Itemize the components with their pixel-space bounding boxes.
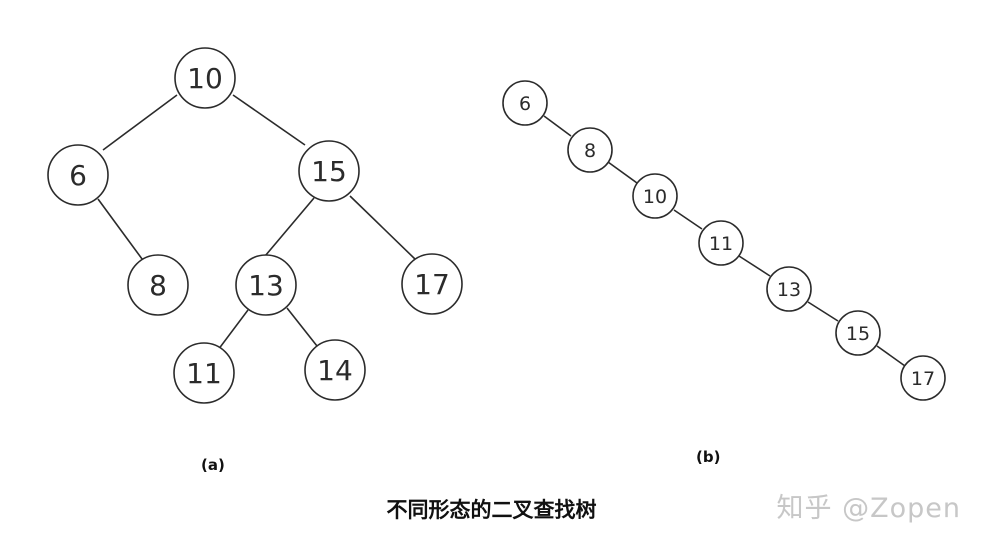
node-label: 6 (519, 93, 531, 115)
node-label: 15 (311, 155, 347, 188)
node-label: 13 (777, 279, 801, 301)
tree-a-node-13: 13 (235, 254, 297, 316)
node-label: 11 (709, 233, 733, 255)
node-label: 13 (248, 269, 284, 302)
node-label: 8 (149, 269, 167, 302)
tree-b-node-8: 8 (567, 127, 613, 173)
tree-a-node-6: 6 (47, 144, 109, 206)
node-label: 17 (414, 268, 450, 301)
edge-b-10-11 (673, 209, 703, 230)
tree-a-node-15: 15 (298, 140, 360, 202)
edge-b-13-15 (807, 301, 839, 322)
tree-b-label: (b) (696, 448, 721, 466)
edge-a-15-13 (259, 197, 315, 263)
tree-a-nodes: 10 6 15 8 13 17 11 14 (47, 47, 463, 404)
edge-a-13-14 (286, 307, 318, 347)
watermark: 知乎 @Zopen (776, 493, 961, 524)
tree-a-label: (a) (201, 456, 225, 474)
tree-b-node-13: 13 (766, 266, 812, 312)
edge-a-15-17 (349, 195, 417, 261)
tree-a-node-17: 17 (401, 253, 463, 315)
tree-b-node-6: 6 (502, 80, 548, 126)
node-label: 17 (911, 368, 935, 390)
tree-a-node-11: 11 (173, 342, 235, 404)
edge-b-11-13 (738, 255, 771, 277)
tree-a-node-10: 10 (174, 47, 236, 109)
tree-b-node-10: 10 (632, 173, 678, 219)
tree-a-node-8: 8 (127, 254, 189, 316)
node-label: 10 (187, 62, 223, 95)
figure-caption: 不同形态的二叉查找树 (386, 498, 597, 522)
tree-b-nodes: 6 8 10 11 13 15 17 (502, 80, 946, 401)
node-label: 10 (643, 186, 667, 208)
node-label: 11 (186, 357, 222, 390)
edge-b-6-8 (543, 115, 572, 137)
edge-b-15-17 (876, 345, 906, 367)
tree-a-edges (97, 94, 417, 351)
tree-b-node-11: 11 (698, 220, 744, 266)
edge-a-10-15 (232, 94, 306, 146)
node-label: 6 (69, 159, 87, 192)
edge-a-10-6 (102, 94, 178, 151)
edge-a-13-11 (217, 309, 249, 351)
node-label: 14 (317, 354, 353, 387)
node-label: 15 (846, 323, 870, 345)
edge-b-8-10 (607, 161, 638, 184)
tree-b-node-15: 15 (835, 310, 881, 356)
tree-a-node-14: 14 (304, 339, 366, 401)
edge-a-6-8 (97, 198, 146, 264)
tree-b-edges (543, 115, 906, 367)
tree-b-node-17: 17 (900, 355, 946, 401)
node-label: 8 (584, 140, 596, 162)
